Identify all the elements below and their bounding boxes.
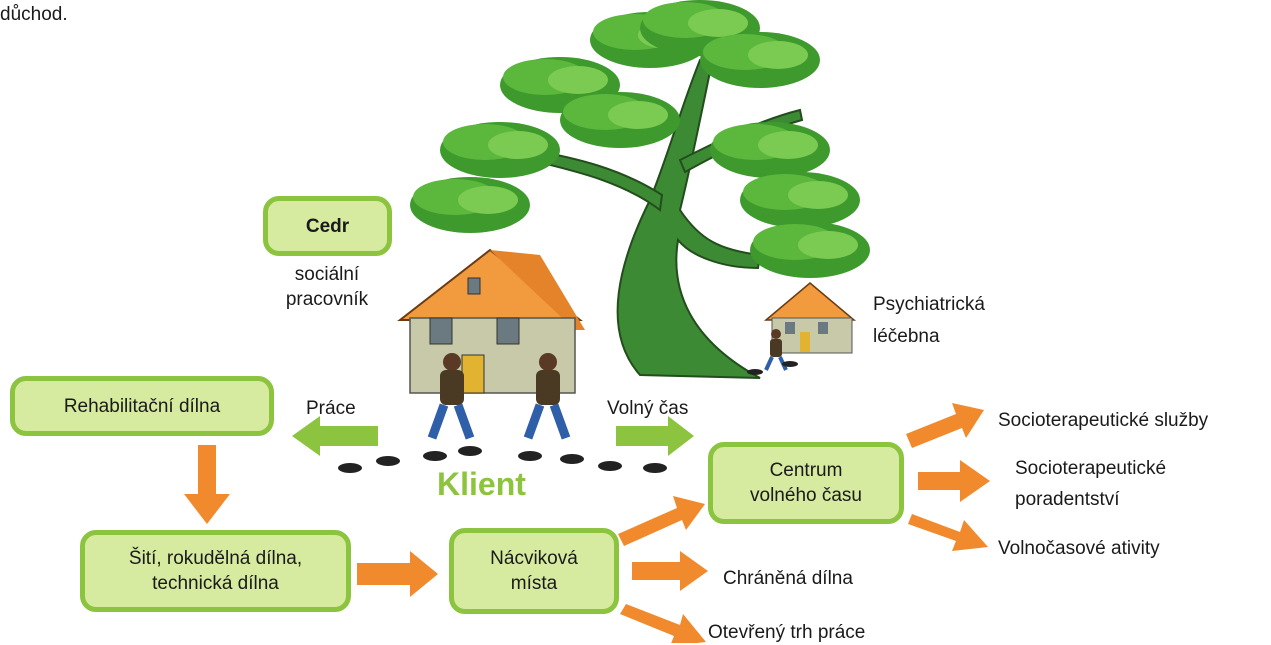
- sewing-workshop-box: Šití, rokudělná dílna, technická dílna: [80, 530, 351, 612]
- cedr-label: Cedr: [305, 215, 350, 237]
- leisure-arrow: [616, 416, 694, 456]
- work-label: Práce: [306, 398, 356, 419]
- socio-services-label: Socioterapeutické služby: [998, 410, 1209, 431]
- arrow-rehab-to-workshop: [184, 445, 230, 524]
- klient-label: Klient: [437, 466, 526, 502]
- arrow-training-to-protected: [632, 551, 708, 591]
- leisure-center-line1: Centrum: [769, 460, 843, 481]
- house-illustration: [763, 282, 857, 354]
- hospital-label: Psychiatrická léčebna: [873, 292, 985, 349]
- arrow-training-to-leisure: [618, 496, 705, 546]
- social-worker-label: sociální pracovník: [262, 262, 392, 312]
- tree-illustration: [410, 0, 870, 379]
- cedr-box: Cedr: [263, 196, 392, 256]
- sewing-workshop-line2: technická dílna: [152, 573, 279, 594]
- arrow-training-to-market: [620, 604, 706, 643]
- sewing-workshop-line1: Šití, rokudělná dílna,: [128, 548, 303, 569]
- arrow-leisure-to-activities: [908, 514, 988, 551]
- hospital-line1: Psychiatrická: [873, 294, 985, 315]
- top-text: důchod.: [0, 4, 68, 25]
- leisure-time-label: Volný čas: [607, 398, 689, 419]
- leisure-center-box: Centrum volného času: [708, 442, 904, 524]
- socio-counsel-line1: Socioterapeutické: [1015, 458, 1167, 479]
- leisure-center-line2: volného času: [750, 485, 862, 506]
- hospital-line2: léčebna: [873, 326, 940, 347]
- socio-counsel-label: Socioterapeutické poradentství: [1015, 456, 1166, 512]
- training-places-line2: místa: [510, 573, 558, 594]
- arrow-leisure-to-services: [906, 403, 984, 448]
- socio-counsel-line2: poradentství: [1015, 489, 1120, 510]
- training-places-box: Nácviková místa: [449, 528, 619, 614]
- protected-workshop-label: Chráněná dílna: [723, 568, 853, 589]
- footprints-illustration: [338, 361, 798, 473]
- work-arrow: [292, 416, 378, 456]
- social-worker-line2: pracovník: [285, 289, 369, 310]
- social-worker-line1: sociální: [294, 264, 360, 285]
- open-market-label: Otevřený trh práce: [708, 622, 866, 643]
- rehab-workshop-box: Rehabilitační dílna: [10, 376, 274, 436]
- leisure-activities-label: Volnočasové ativity: [998, 538, 1160, 559]
- rehab-workshop-label: Rehabilitační dílna: [63, 395, 221, 417]
- training-places-line1: Nácviková: [490, 548, 578, 569]
- arrow-workshop-to-training: [357, 551, 438, 597]
- arrow-leisure-to-counsel: [918, 460, 990, 502]
